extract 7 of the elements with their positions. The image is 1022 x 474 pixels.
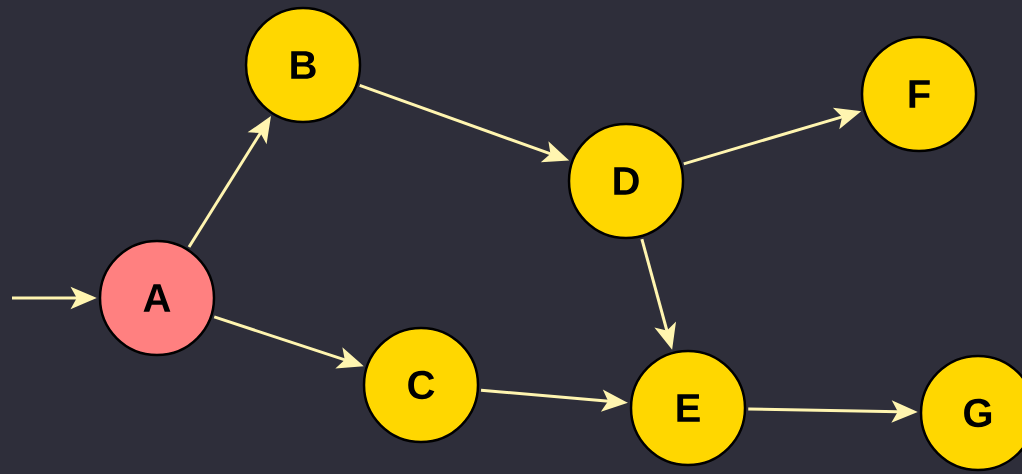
- graph-node: B: [244, 6, 362, 124]
- graph-node: A: [98, 239, 216, 357]
- graph-node: E: [629, 349, 747, 467]
- graph-node: C: [362, 326, 480, 444]
- graph-node: G: [919, 354, 1022, 472]
- graph-node: D: [567, 122, 685, 240]
- graph-node: F: [860, 35, 978, 153]
